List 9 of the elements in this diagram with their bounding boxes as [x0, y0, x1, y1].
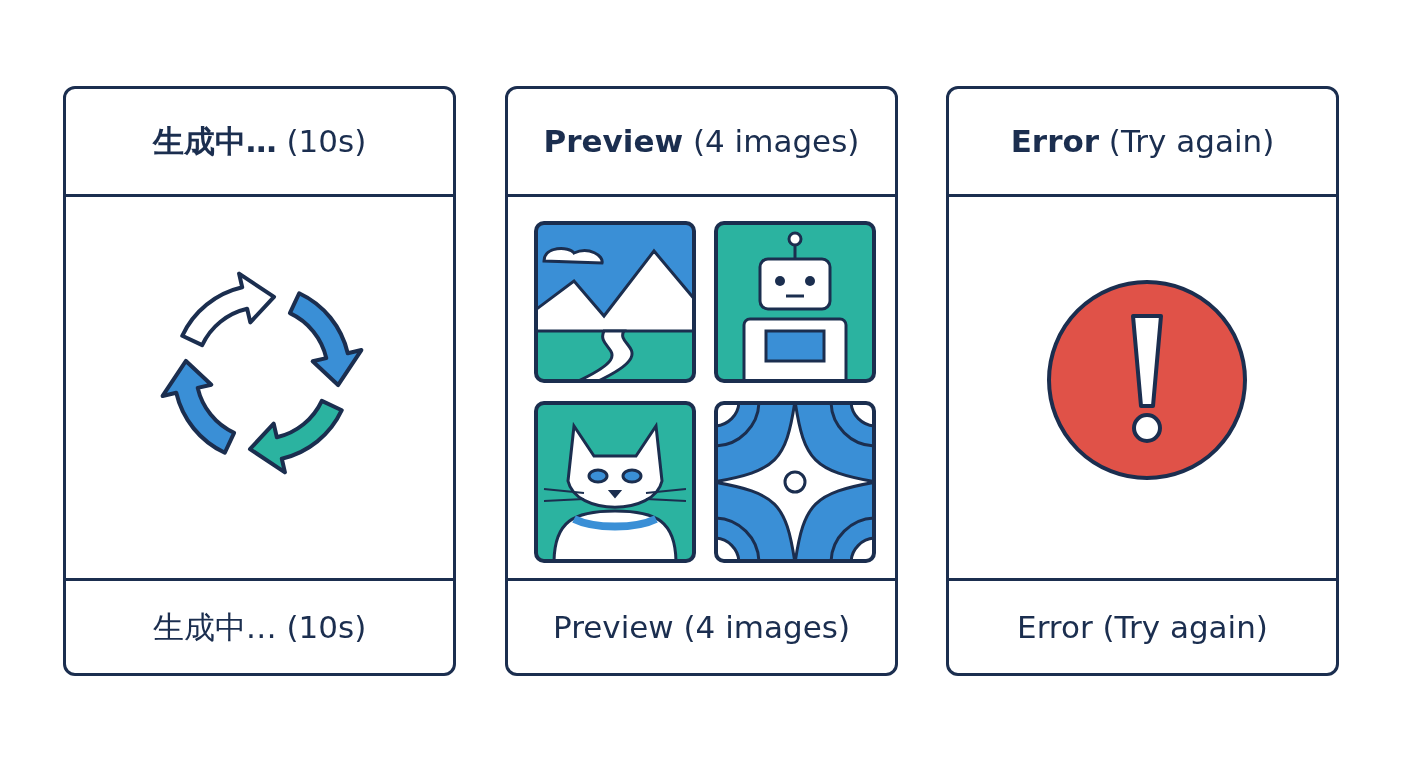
- card-header: Error (Try again): [949, 89, 1336, 197]
- card-header: Preview (4 images): [508, 89, 895, 197]
- card-footer: Error (Try again): [949, 578, 1336, 673]
- state-card: [505, 86, 898, 676]
- state-card: [946, 86, 1339, 676]
- card-footer: Preview (4 images): [508, 578, 895, 673]
- card-header: 生成中… (10s): [66, 89, 453, 197]
- state-card: [63, 86, 456, 676]
- card-footer: 生成中… (10s): [66, 578, 453, 673]
